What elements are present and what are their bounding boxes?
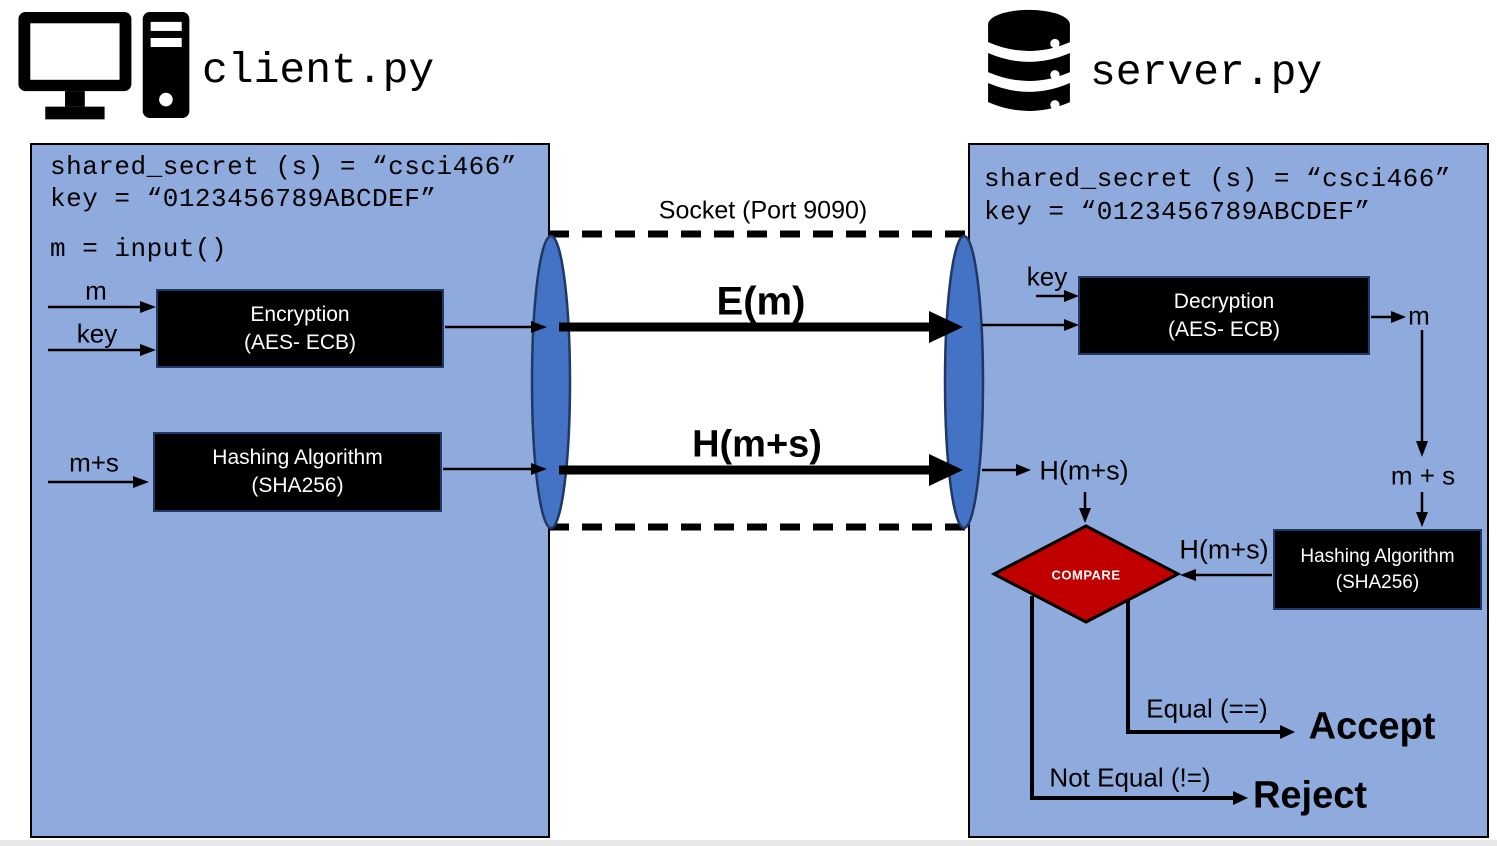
socket-endpoint-client (530, 234, 572, 530)
server-code-line-2: key = “0123456789ABCDEF” (984, 197, 1371, 227)
server-key-arrowhead (1064, 290, 1079, 302)
not-equal-arrowhead (1233, 791, 1248, 805)
socket-to-decryption-arrowhead (1064, 319, 1079, 331)
hashing-to-compare-arrowhead (1180, 569, 1196, 581)
decryption-output-arrowhead (1391, 311, 1406, 323)
client-code-line-1: shared_secret (s) = “csci466” (50, 152, 517, 182)
database-icon (988, 9, 1070, 111)
server-hashing-box-subtitle: (SHA256) (1335, 571, 1420, 593)
not-equal-label: Not Equal (!=) (1049, 762, 1211, 793)
hash-message-arrowhead (929, 454, 963, 486)
socket-label: Socket (Port 9090) (658, 196, 868, 225)
client-hashing-box-subtitle: (SHA256) (251, 474, 344, 497)
decryption-box: Decryption (AES- ECB) (1078, 276, 1370, 355)
client-title: client.py (202, 46, 435, 95)
m-input-arrowhead (140, 301, 156, 313)
db-dot-2 (1050, 70, 1060, 80)
server-code-line-1: shared_secret (s) = “csci466” (984, 164, 1451, 194)
db-dot-3 (1050, 100, 1060, 110)
compare-diamond (990, 524, 1182, 624)
monitor-base (45, 106, 105, 120)
client-ms-label: m+s (69, 447, 119, 478)
server-panel (968, 143, 1489, 838)
client-m-label: m (85, 275, 107, 306)
decryption-box-title: Decryption (1173, 289, 1275, 313)
hashing-output-arrowhead (531, 463, 547, 475)
client-key-label: key (76, 318, 118, 349)
key-input-arrowhead (140, 344, 156, 356)
client-code-line-2: key = “0123456789ABCDEF” (50, 184, 437, 214)
hash-label-down-arrowhead (1079, 508, 1091, 523)
bottom-edge-strip (0, 840, 1497, 846)
encrypted-message-arrowhead (929, 311, 963, 343)
monitor-neck (65, 91, 85, 107)
encryption-box-subtitle: (AES- ECB) (243, 330, 356, 354)
server-hashing-box: Hashing Algorithm (SHA256) (1273, 529, 1482, 610)
reject-label: Reject (1252, 774, 1368, 817)
server-key-label: key (1026, 261, 1068, 292)
received-hash-label: H(m+s) (1039, 455, 1129, 486)
db-band-1 (988, 24, 1070, 51)
encryption-box: Encryption (AES- ECB) (156, 289, 444, 368)
server-m-label: m (1408, 300, 1430, 331)
encryption-box-title: Encryption (250, 302, 350, 326)
db-band-2 (988, 53, 1070, 81)
equal-arrowhead (1280, 725, 1295, 739)
m-down-arrowhead (1416, 441, 1428, 457)
not-equal-path (1030, 596, 1234, 800)
db-dot-1 (1050, 38, 1060, 49)
tower-power-dot (159, 92, 173, 107)
tower-slot-1 (150, 21, 182, 31)
client-hashing-box: Hashing Algorithm (SHA256) (153, 432, 442, 512)
socket-to-hash-label-arrowhead (1016, 464, 1031, 476)
ms-input-arrowhead (133, 476, 149, 488)
encrypted-message-label: E(m) (716, 279, 806, 324)
accept-label: Accept (1308, 705, 1436, 748)
db-band-3 (988, 83, 1070, 111)
server-title: server.py (1090, 48, 1323, 97)
equal-path (1126, 596, 1281, 734)
ms-down-arrowhead (1416, 512, 1428, 527)
server-ms-label: m + s (1390, 460, 1456, 491)
client-code-line-3: m = input() (50, 234, 228, 264)
socket-endpoint-server (943, 234, 985, 530)
computed-hash-label: H(m+s) (1179, 534, 1269, 565)
desktop-computer-icon (18, 12, 190, 120)
hash-message-label: H(m+s) (692, 423, 822, 466)
monitor-screen (30, 23, 120, 80)
encryption-output-arrowhead (531, 321, 547, 333)
tower-slot-2 (150, 37, 182, 48)
client-hashing-box-title: Hashing Algorithm (212, 446, 383, 470)
equal-label: Equal (==) (1146, 693, 1268, 724)
compare-label: COMPARE (1051, 567, 1121, 583)
decryption-box-subtitle: (AES- ECB) (1167, 317, 1280, 341)
server-hashing-box-title: Hashing Algorithm (1300, 546, 1455, 568)
